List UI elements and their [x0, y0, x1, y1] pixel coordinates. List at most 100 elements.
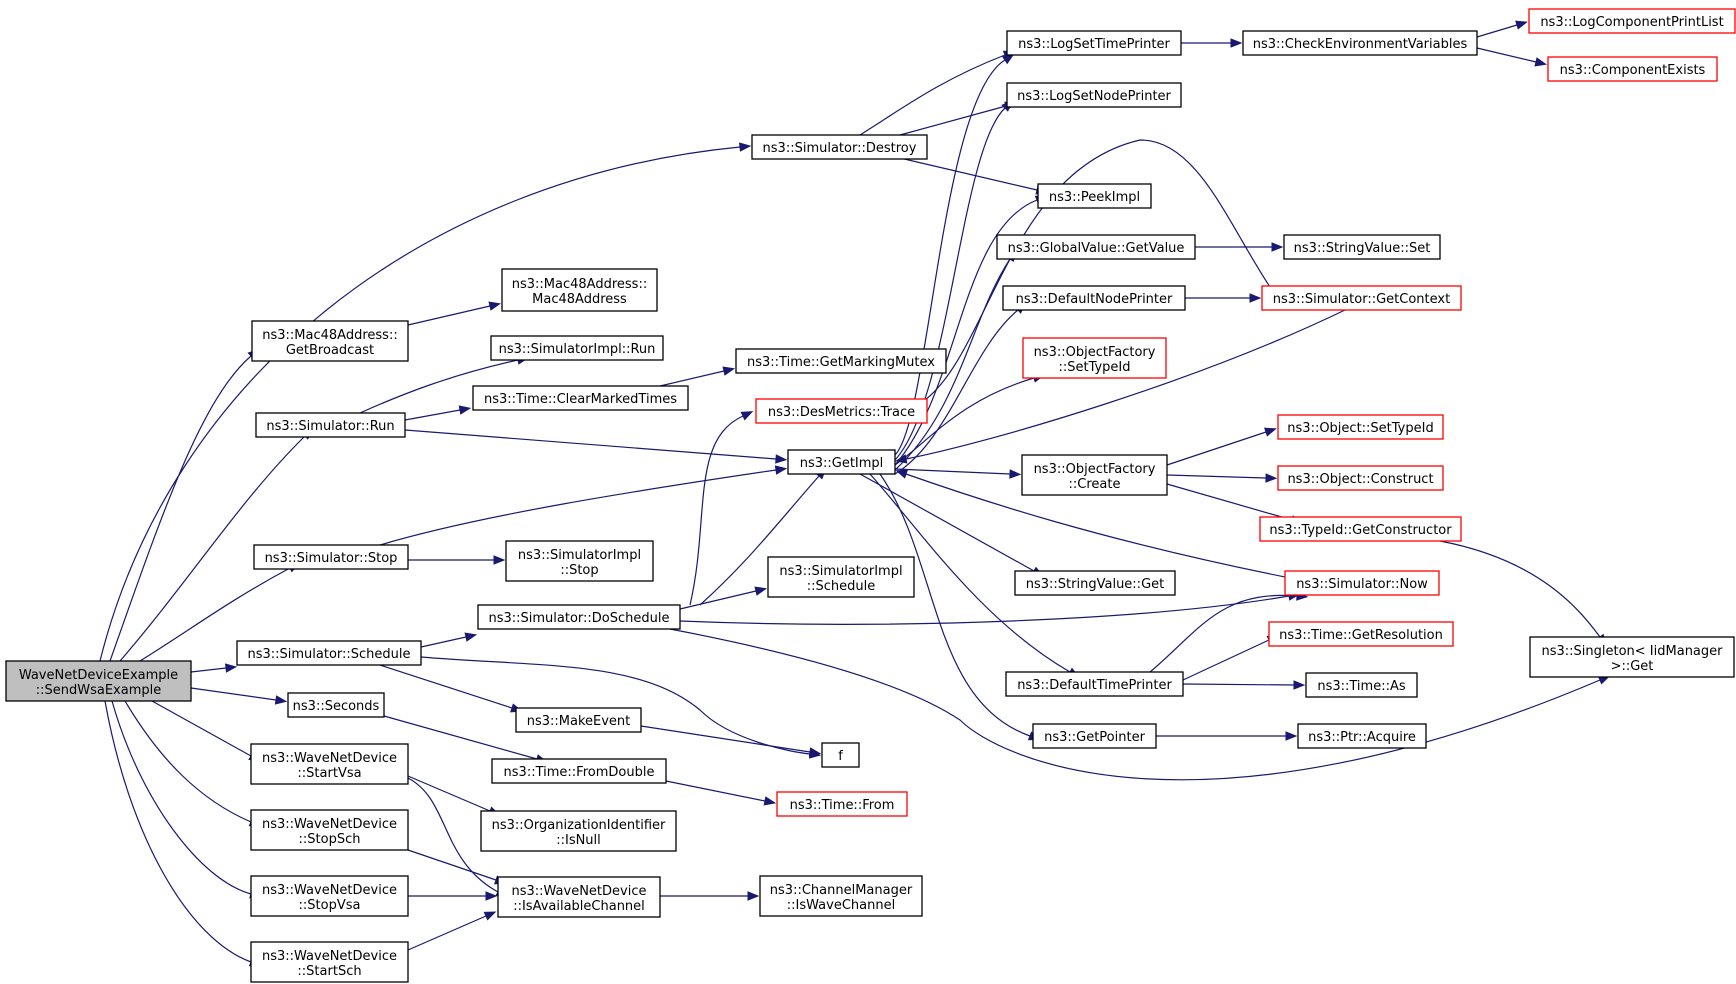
node-getpointer[interactable]: ns3::GetPointer — [1032, 723, 1157, 749]
node-label: ns3::WaveNetDevice — [262, 817, 397, 832]
node-startvsa[interactable]: ns3::WaveNetDevice::StartVsa — [250, 743, 409, 785]
edge-root-to-startvsa — [151, 700, 261, 762]
node-getresolution[interactable]: ns3::Time::GetResolution — [1268, 621, 1454, 647]
node-label: ns3::PeekImpl — [1049, 190, 1140, 205]
node-getmarkingmutex[interactable]: ns3::Time::GetMarkingMutex — [735, 348, 947, 374]
node-logsettime[interactable]: ns3::LogSetTimePrinter — [1006, 30, 1182, 56]
edge-line — [894, 468, 1011, 475]
node-label: ns3::WaveNetDevice — [262, 883, 397, 898]
node-label: ::IsWaveChannel — [787, 898, 895, 913]
node-label: ns3::SimulatorImpl — [518, 548, 641, 563]
node-schedule[interactable]: ns3::Simulator::Schedule — [236, 640, 422, 666]
edge-line — [924, 139, 1277, 401]
node-iswave[interactable]: ns3::ChannelManager::IsWaveChannel — [759, 875, 923, 917]
node-isavail[interactable]: ns3::WaveNetDevice::IsAvailableChannel — [497, 876, 661, 918]
node-getimpl[interactable]: ns3::GetImpl — [787, 449, 896, 475]
arrowhead — [894, 454, 908, 464]
node-singleton_get[interactable]: ns3::Singleton< IidManager>::Get — [1529, 636, 1735, 678]
node-obj_construct[interactable]: ns3::Object::Construct — [1277, 465, 1444, 491]
edge-doschedule-to-desmetrics — [689, 411, 754, 606]
edge-destroy-to-logsetnode — [899, 101, 1017, 136]
edge-line — [190, 667, 227, 673]
node-fromdouble[interactable]: ns3::Time::FromDouble — [491, 758, 667, 784]
node-run[interactable]: ns3::Simulator::Run — [255, 412, 406, 438]
arrowhead — [274, 695, 288, 705]
node-box — [755, 398, 928, 424]
node-label: ns3::Time::As — [1317, 679, 1406, 694]
node-logsetnode[interactable]: ns3::LogSetNodePrinter — [1006, 82, 1182, 108]
node-root[interactable]: WaveNetDeviceExample::SendWsaExample — [5, 660, 192, 702]
node-f[interactable]: f — [821, 742, 860, 768]
node-orgid[interactable]: ns3::OrganizationIdentifier::IsNull — [480, 810, 677, 852]
node-label: f — [838, 749, 843, 764]
node-box — [759, 875, 923, 917]
edge-line — [190, 687, 277, 701]
node-simimpl_stop[interactable]: ns3::SimulatorImpl::Stop — [505, 540, 654, 582]
node-box — [1305, 672, 1418, 698]
edge-logsettime-to-checkenv — [1181, 38, 1243, 48]
node-box — [477, 604, 681, 630]
edge-line — [1182, 683, 1295, 686]
node-sv_set[interactable]: ns3::StringValue::Set — [1283, 234, 1441, 260]
node-gv_getvalue[interactable]: ns3::GlobalValue::GetValue — [996, 234, 1196, 260]
edge-line — [124, 700, 252, 823]
edge-line — [689, 415, 744, 606]
node-stop[interactable]: ns3::Simulator::Stop — [253, 544, 409, 570]
node-label: ns3::ObjectFactory — [1034, 345, 1156, 360]
node-label: ns3::Simulator::Run — [266, 419, 394, 434]
node-box — [735, 348, 947, 374]
node-deftimeprinter[interactable]: ns3::DefaultTimePrinter — [1005, 671, 1184, 697]
node-now[interactable]: ns3::Simulator::Now — [1284, 570, 1440, 596]
node-destroy[interactable]: ns3::Simulator::Destroy — [751, 134, 928, 160]
node-mac_ctor[interactable]: ns3::Mac48Address::Mac48Address — [501, 268, 658, 312]
edge-clearmarked-to-getmarkingmutex — [659, 366, 736, 387]
edge-line — [407, 305, 491, 326]
node-makeevent[interactable]: ns3::MakeEvent — [515, 707, 642, 733]
edge-line — [1476, 24, 1518, 38]
edge-line — [699, 475, 820, 606]
arrowhead — [464, 632, 478, 642]
node-obj_settypeid[interactable]: ns3::Object::SetTypeId — [1277, 414, 1444, 440]
node-doschedule[interactable]: ns3::Simulator::DoSchedule — [477, 604, 681, 630]
node-box — [751, 134, 928, 160]
node-compexists[interactable]: ns3::ComponentExists — [1547, 56, 1718, 82]
node-label: ns3::Time::GetResolution — [1279, 628, 1443, 643]
node-stopsch[interactable]: ns3::WaveNetDevice::StopSch — [250, 809, 409, 851]
node-stopvsa[interactable]: ns3::WaveNetDevice::StopVsa — [250, 875, 409, 917]
node-ptr_acquire[interactable]: ns3::Ptr::Acquire — [1297, 723, 1427, 749]
node-box — [255, 412, 406, 438]
node-of_settypeid[interactable]: ns3::ObjectFactory::SetTypeId — [1022, 337, 1167, 379]
node-of_create[interactable]: ns3::ObjectFactory::Create — [1021, 454, 1168, 496]
edge-line — [894, 377, 1035, 466]
node-simimpl_run[interactable]: ns3::SimulatorImpl::Run — [490, 335, 664, 361]
edge-run-to-getimpl — [404, 429, 788, 464]
node-checkenv[interactable]: ns3::CheckEnvironmentVariables — [1242, 30, 1478, 56]
edge-line — [659, 370, 725, 387]
node-label: ns3::Ptr::Acquire — [1308, 730, 1416, 745]
node-label: ns3::GetImpl — [800, 456, 884, 471]
node-sv_get[interactable]: ns3::StringValue::Get — [1014, 570, 1176, 596]
edge-line — [894, 107, 1006, 461]
node-defnodeprinter[interactable]: ns3::DefaultNodePrinter — [1002, 285, 1186, 311]
node-logcomplist[interactable]: ns3::LogComponentPrintList — [1528, 8, 1736, 34]
node-label: ns3::DesMetrics::Trace — [768, 405, 915, 420]
node-desmetrics[interactable]: ns3::DesMetrics::Trace — [755, 398, 928, 424]
node-timefrom[interactable]: ns3::Time::From — [776, 791, 908, 817]
edge-line — [1149, 594, 1298, 673]
edge-defnodeprinter-to-getcontext — [1185, 293, 1262, 303]
node-getconstructor[interactable]: ns3::TypeId::GetConstructor — [1259, 516, 1462, 542]
node-startsch[interactable]: ns3::WaveNetDevice::StartSch — [250, 941, 409, 983]
node-simimpl_sched[interactable]: ns3::SimulatorImpl::Schedule — [767, 556, 915, 598]
edge-line — [420, 656, 811, 755]
node-label: ::Create — [1069, 477, 1121, 492]
node-time_as[interactable]: ns3::Time::As — [1305, 672, 1418, 698]
arrowhead — [1293, 680, 1306, 690]
node-label: ns3::OrganizationIdentifier — [492, 818, 666, 833]
edge-root-to-stopsch — [124, 700, 262, 827]
node-getcontext[interactable]: ns3::Simulator::GetContext — [1261, 285, 1462, 311]
node-seconds[interactable]: ns3::Seconds — [287, 692, 385, 718]
node-peekimpl[interactable]: ns3::PeekImpl — [1037, 183, 1152, 209]
node-label: ::IsAvailableChannel — [513, 899, 645, 914]
node-clearmarked[interactable]: ns3::Time::ClearMarkedTimes — [472, 385, 689, 411]
node-mac_bcast[interactable]: ns3::Mac48Address::GetBroadcast — [251, 320, 409, 362]
